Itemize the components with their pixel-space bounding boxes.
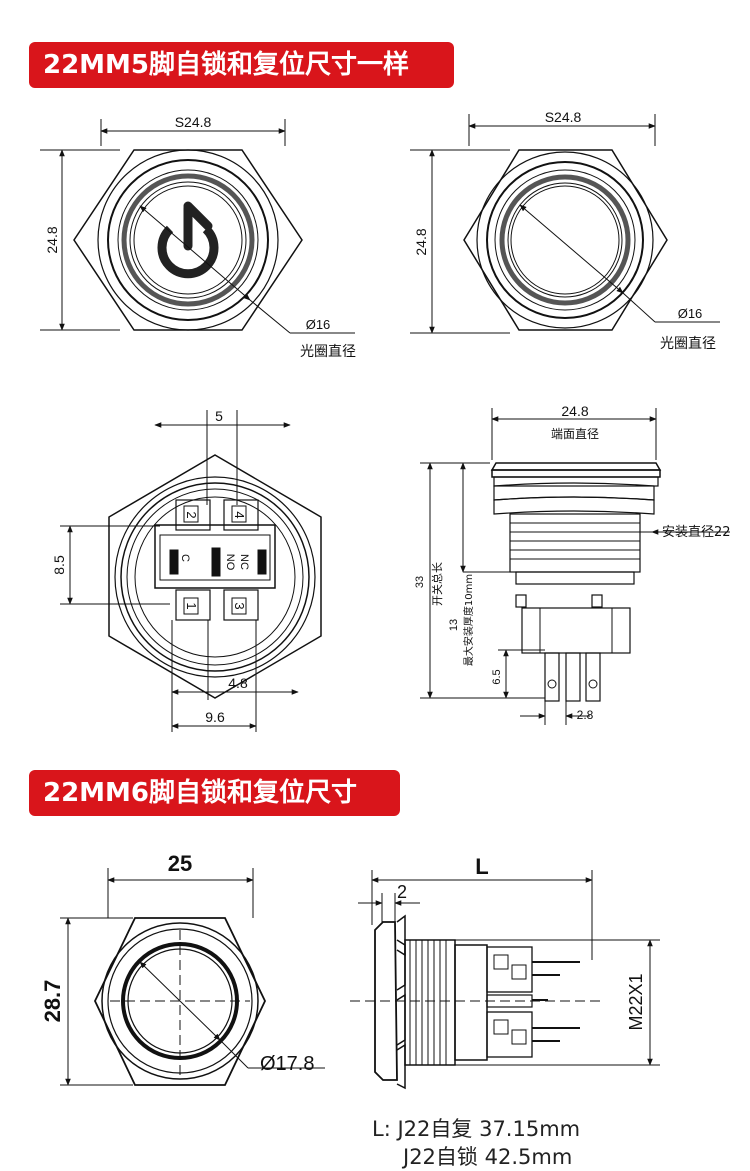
hex-nut-6pin — [94, 917, 266, 1086]
thread-6pin — [404, 939, 456, 1066]
side6-thread-label: M22X1 — [626, 973, 646, 1030]
back-view-bottom1-dim: 4.8 — [228, 675, 248, 691]
legend-row2-value: 42.5mm — [484, 1145, 573, 1169]
back-view-left-dim: 8.5 — [51, 555, 67, 575]
side6-step-label: 2 — [397, 882, 407, 902]
ring-view-note-label: 光圈直径 — [660, 335, 716, 352]
section2-title-banner: 22MM6脚自锁和复位尺寸 — [29, 770, 400, 816]
side-view-top-dim: 24.8 — [561, 403, 588, 419]
legend-row2-name: J22自锁 — [403, 1145, 478, 1169]
contact-block-upper — [486, 946, 533, 993]
ring-view-width-label: S24.8 — [545, 109, 582, 125]
legend-row-1: L: J22自复 37.15mm — [372, 1113, 580, 1143]
bezel-top — [490, 462, 662, 471]
legend-row1-name: J22自复 — [397, 1117, 473, 1141]
legend-row-2: J22自锁 42.5mm — [403, 1141, 572, 1171]
front6-width-label: 25 — [168, 851, 192, 876]
front6-height-label: 28.7 — [40, 980, 65, 1023]
pin-2-label: 2 — [184, 511, 199, 518]
section1-title-banner: 22MM5脚自锁和复位尺寸一样 — [29, 42, 454, 88]
front6-diameter-label: Ø17.8 — [260, 1053, 314, 1075]
contact-c-label: C — [179, 554, 191, 562]
pin-1-housing — [175, 589, 211, 621]
side-view-top-note: 端面直径 — [551, 427, 599, 441]
side-view-total-dim: 33 — [414, 576, 426, 588]
legend-l-label: L: — [372, 1117, 391, 1141]
pin-4-housing — [223, 499, 259, 531]
side6-length-label: L — [475, 854, 488, 879]
side-view-6pin — [350, 870, 660, 1090]
pin-2-housing — [175, 499, 211, 531]
light-ring-2 — [499, 174, 631, 306]
pin-3-label: 3 — [232, 602, 247, 609]
side-view-5pin — [420, 408, 730, 725]
back-hex-nut — [108, 454, 322, 699]
light-ring — [121, 173, 255, 307]
side-view-pitch-dim: 2.8 — [577, 708, 594, 722]
front-view-power — [40, 119, 355, 334]
contact-no-label: NO — [224, 554, 236, 571]
ring-view-height-label: 24.8 — [413, 228, 429, 255]
side-view-total-note: 开关总长 — [430, 562, 444, 606]
side-view-mount-note: 安装直径22 — [662, 525, 731, 540]
terminal-block — [521, 607, 631, 654]
contact-nc-label: NC — [238, 554, 250, 570]
side-view-thick-dim: 13 — [448, 619, 460, 631]
ring-view-diameter-label: Ø16 — [678, 306, 703, 321]
solder-pin-2 — [565, 652, 581, 702]
terminal-body — [154, 524, 276, 589]
back-view-bottom2-dim: 9.6 — [205, 709, 225, 725]
power-view-height-label: 24.8 — [44, 226, 60, 253]
pin-1-label: 1 — [184, 602, 199, 609]
pin-4-label: 4 — [232, 511, 247, 518]
hex-nut-outline — [73, 149, 303, 331]
side-view-thick-note: 最大安装厚度10mm — [462, 574, 475, 666]
hex-nut-outline-2 — [463, 149, 668, 331]
power-view-width-label: S24.8 — [175, 114, 212, 130]
front-view-6pin — [60, 868, 325, 1086]
legend-row1-value: 37.15mm — [479, 1117, 581, 1141]
front-view-ring — [410, 114, 720, 334]
contact-block-lower — [486, 1011, 533, 1058]
power-view-diameter-label: Ø16 — [306, 317, 331, 332]
back-view-terminals — [60, 410, 322, 732]
solder-pin-3 — [585, 652, 601, 702]
bezel-6pin — [374, 921, 398, 1081]
side-view-pin-dim: 6.5 — [491, 669, 503, 684]
power-view-note-label: 光圈直径 — [300, 343, 356, 360]
pin-3-housing — [223, 589, 259, 621]
solder-pin-1 — [544, 652, 560, 702]
back-view-top-dim: 5 — [215, 408, 223, 424]
